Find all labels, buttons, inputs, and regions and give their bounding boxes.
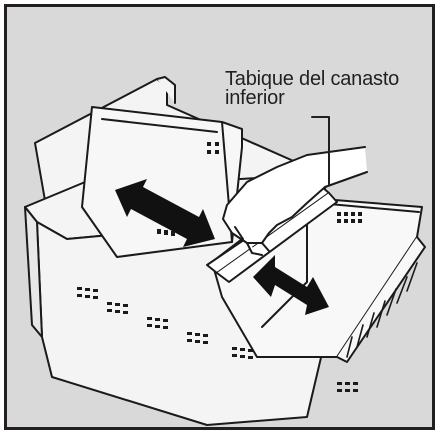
hand-icon xyxy=(222,146,368,256)
callout-line-2: inferior xyxy=(225,87,285,109)
callout-label: Tabique del canasto inferior xyxy=(225,68,400,109)
basket-illustration xyxy=(24,76,426,426)
right-slide-arrow-icon xyxy=(253,255,329,315)
left-slide-arrow-icon xyxy=(115,179,215,247)
vent-slots xyxy=(77,142,362,392)
basket-ribs xyxy=(346,262,418,358)
inner-left-basket xyxy=(81,106,243,258)
illustration-frame: Tabique del canasto inferior xyxy=(4,4,435,430)
callout-line-1: Tabique del canasto xyxy=(225,68,400,90)
callout-leader xyxy=(311,116,330,186)
